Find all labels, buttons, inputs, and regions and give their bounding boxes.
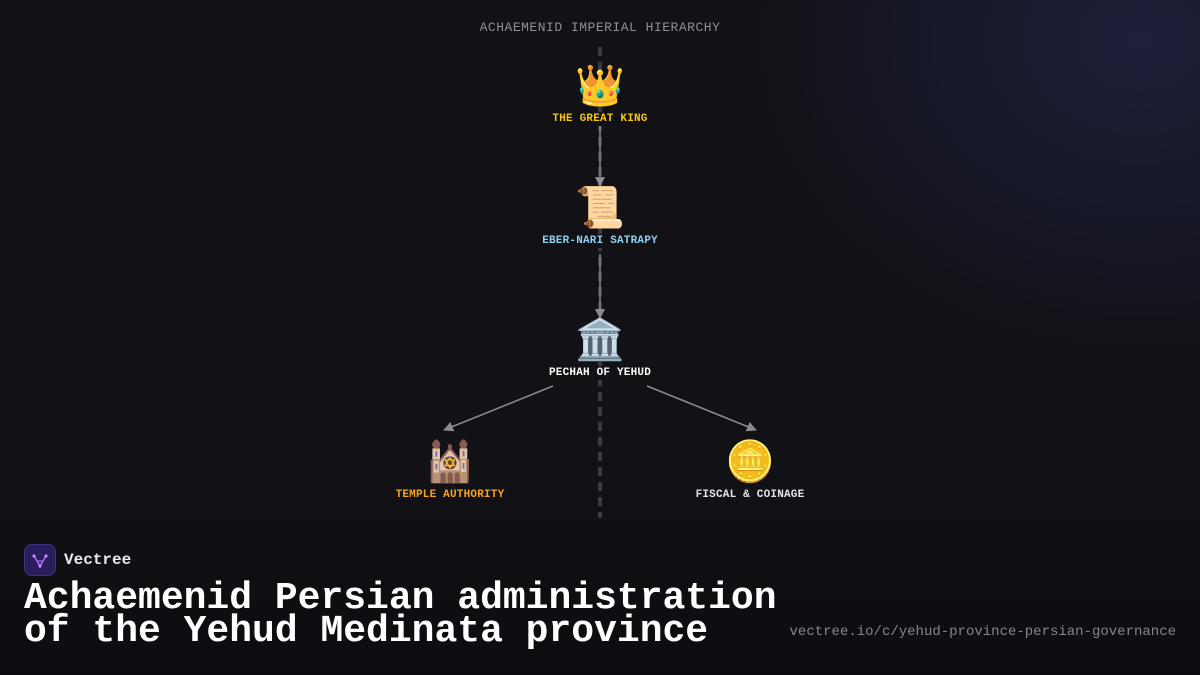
node-satrapy: 📜 EBER-NARI SATRAPY <box>490 186 710 248</box>
brand-name: Vectree <box>64 551 132 569</box>
edge-pechah-to-fiscal <box>646 385 757 432</box>
node-label-great-king: THE GREAT KING <box>548 112 652 126</box>
node-label-fiscal: FISCAL & COINAGE <box>691 488 809 502</box>
page-title-line-1: Achaemenid Persian administration <box>24 577 777 620</box>
node-label-satrapy: EBER-NARI SATRAPY <box>538 234 662 248</box>
node-great-king: 👑 THE GREAT KING <box>490 64 710 126</box>
page-title: Achaemenid Persian administration of the… <box>24 580 784 651</box>
brand[interactable]: Vectree <box>24 544 131 576</box>
scroll-icon: 📜 <box>575 185 625 231</box>
diagram-title: ACHAEMENID IMPERIAL HIERARCHY <box>479 20 721 35</box>
coin-icon: 🪙 <box>725 439 775 485</box>
source-url-link[interactable]: vectree.io/c/yehud-province-persian-gove… <box>789 624 1176 640</box>
node-label-pechah: PECHAH OF YEHUD <box>544 366 656 380</box>
node-temple: 🕍 TEMPLE AUTHORITY <box>340 440 560 502</box>
classical-building-icon: 🏛️ <box>575 317 625 363</box>
synagogue-icon: 🕍 <box>425 439 475 485</box>
node-fiscal: 🪙 FISCAL & COINAGE <box>640 440 860 502</box>
vectree-logo-icon <box>24 544 56 576</box>
node-label-temple: TEMPLE AUTHORITY <box>391 488 509 502</box>
edge-pechah-to-temple <box>443 385 554 432</box>
page-title-line-2: of the Yehud Medinata province <box>24 610 709 653</box>
crown-icon: 👑 <box>575 63 625 109</box>
node-pechah: 🏛️ PECHAH OF YEHUD <box>490 318 710 380</box>
